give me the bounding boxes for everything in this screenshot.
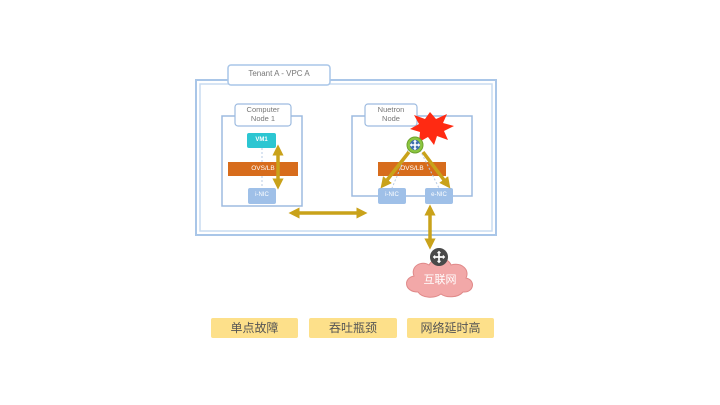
neutron-node-title: Nuetron Node bbox=[377, 105, 405, 123]
neutron-inic-label: i-NIC bbox=[385, 192, 399, 198]
cloud-icon bbox=[406, 258, 473, 298]
router-to-enic-arrow bbox=[421, 150, 451, 189]
internet-label: 互联网 bbox=[423, 273, 457, 286]
router-to-inic-arrow bbox=[380, 150, 411, 189]
neutron-enic-label: e-NIC bbox=[431, 192, 447, 198]
neutron-enic-box bbox=[425, 188, 453, 204]
computer-node-title-box bbox=[234, 103, 292, 127]
vm1-box bbox=[247, 133, 276, 148]
vm1-label: VM1 bbox=[255, 137, 268, 143]
vpc-frame-outer bbox=[195, 79, 497, 236]
vpc-title-tab bbox=[227, 64, 331, 86]
neutron-ovs-label: OVS/LB bbox=[400, 165, 424, 172]
vpc-title: Tenant A - VPC A bbox=[248, 69, 310, 78]
computer-inic-label: i-NIC bbox=[255, 192, 269, 198]
neutron-router-to-enic-line bbox=[419, 149, 440, 189]
neutron-inic-box bbox=[378, 188, 406, 204]
computer-node-title: Computer Node 1 bbox=[246, 105, 280, 123]
router-icon bbox=[406, 136, 424, 154]
gateway-router-icon bbox=[430, 248, 448, 266]
neutron-router-to-inic-line bbox=[391, 149, 409, 189]
failure-burst-icon bbox=[410, 112, 454, 145]
neutron-node-title-box bbox=[364, 103, 418, 127]
issue-tag-high-latency: 网络延时高 bbox=[407, 318, 494, 338]
issue-tag-single-point-failure: 单点故障 bbox=[211, 318, 298, 338]
issue-tag-throughput-bottleneck: 吞吐瓶颈 bbox=[309, 318, 397, 338]
vpc-frame-inner bbox=[199, 83, 493, 232]
computer-ovs-label: OVS/LB bbox=[251, 165, 275, 172]
computer-inic-box bbox=[248, 188, 276, 204]
